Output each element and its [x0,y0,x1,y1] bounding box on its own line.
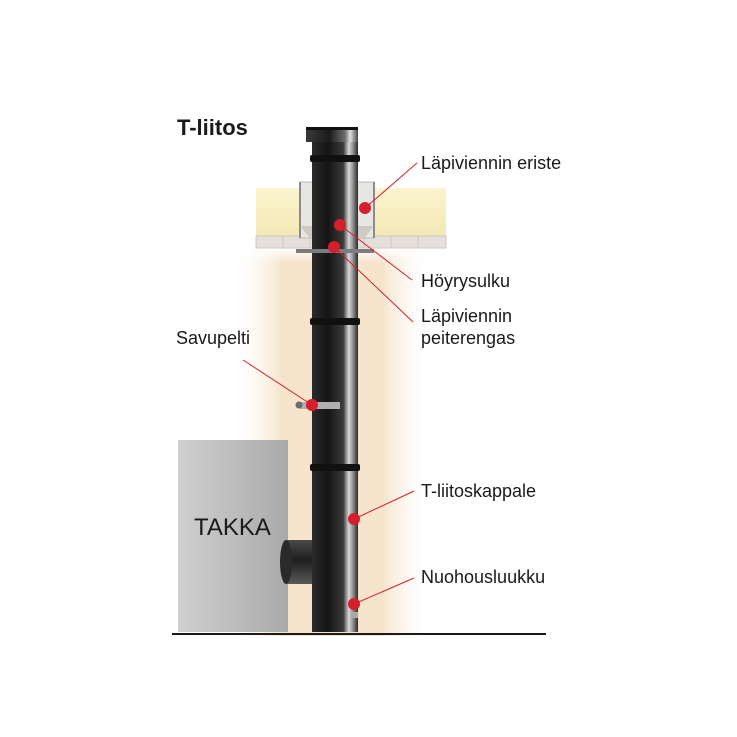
label-vapour-barrier: Höyrysulku [421,271,510,291]
label-insulation: Läpiviennin eriste [421,153,561,173]
pipe-joint-bands [310,155,360,471]
sweep-hatch-knob [352,612,358,618]
label-t-piece: T-liitoskappale [421,481,536,501]
leader-vapour-barrier [339,224,413,281]
diagram-title: T-liitos [177,115,248,140]
label-cover-ring-line1: Läpiviennin [421,306,512,326]
label-sweep-hatch: Nuohousluukku [421,567,545,587]
leader-cover-ring [333,246,414,323]
fireplace-body [178,440,288,632]
marker-vapour-barrier [334,219,346,231]
damper-handle [295,401,340,409]
marker-damper [306,399,318,411]
marker-insulation [359,202,371,214]
chimney-pipe-top [306,128,358,142]
label-damper: Savupelti [176,328,250,348]
label-cover-ring-line2: peiterengas [421,328,515,348]
leader-lines [242,162,418,605]
leader-insulation [364,162,418,209]
chimney-pipe [312,138,358,632]
fireplace-label: TAKKA [194,514,271,541]
marker-sweep-hatch [348,598,360,610]
leader-sweep-hatch [353,577,415,605]
marker-t-piece [348,513,360,525]
marker-cover-ring [328,241,340,253]
leader-t-piece [353,490,415,520]
leader-damper [242,359,313,406]
